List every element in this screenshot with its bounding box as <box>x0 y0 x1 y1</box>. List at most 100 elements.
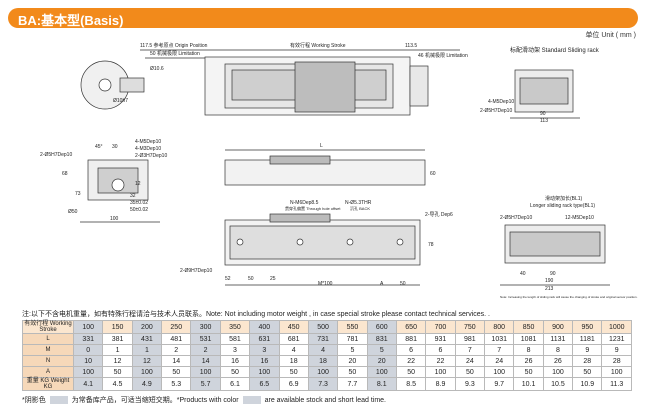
table-cell: 24 <box>454 355 486 367</box>
table-cell: 881 <box>395 333 427 345</box>
table-cell: 4.1 <box>72 377 104 391</box>
table-cell: 4.9 <box>131 377 163 391</box>
note-len: Note: Increasing the length of sliding r… <box>500 295 638 299</box>
table-cell: 100 <box>190 366 221 378</box>
table-cell: 300 <box>190 320 221 334</box>
footer-end: are available stock and short lead time. <box>264 397 386 404</box>
limit-right-label: 46 机械极限 Limitation <box>418 52 468 59</box>
d-190: 190 <box>545 278 554 284</box>
table-cell: 850 <box>513 320 544 334</box>
table-cell: 200 <box>131 320 163 334</box>
table-cell: 22 <box>425 355 456 367</box>
row-header: M <box>22 344 74 356</box>
footer-note: *阴影色 为常备库产品，可适当缩短交期。*Products with color a… <box>22 395 386 405</box>
table-cell: 831 <box>366 333 397 345</box>
table-cell: 3 <box>249 344 280 356</box>
table-cell: 100 <box>601 366 632 378</box>
d-213: 213 <box>545 286 554 292</box>
table-cell: 22 <box>395 355 427 367</box>
table-cell: 18 <box>278 355 309 367</box>
d-50: Ø50 <box>68 209 78 215</box>
table-cell: 100 <box>72 320 104 334</box>
table-cell: 8 <box>513 344 544 356</box>
table-cell: 1081 <box>513 333 544 345</box>
table-cell: 9.7 <box>484 377 515 391</box>
std-rack-label: 标配滑动架 Standard Sliding rack <box>510 46 600 54</box>
table-cell: 100 <box>484 366 515 378</box>
table-cell: 8 <box>542 344 574 356</box>
table-cell: 6 <box>395 344 427 356</box>
table-cell: 681 <box>278 333 309 345</box>
table-cell: 9 <box>572 344 603 356</box>
table-cell: 6 <box>425 344 456 356</box>
table-cell: 950 <box>572 320 603 334</box>
table-cell: 12 <box>131 355 163 367</box>
table-cell: 18 <box>307 355 339 367</box>
table-cell: 8.1 <box>366 377 397 391</box>
d-68: 68 <box>62 171 68 177</box>
table-cell: 900 <box>542 320 574 334</box>
table-cell: 50 <box>278 366 309 378</box>
title-bar: BA:基本型(Basis) <box>8 8 638 28</box>
table-cell: 8.5 <box>395 377 427 391</box>
table-cell: 9.3 <box>454 377 486 391</box>
d-12: 12 <box>135 181 141 187</box>
d-50d: 50 <box>400 281 406 287</box>
table-cell: 581 <box>219 333 251 345</box>
d-5h7b-cn: 沉孔 BACK <box>350 205 370 211</box>
table-cell: 26 <box>513 355 544 367</box>
table-cell: 3 <box>219 344 251 356</box>
table-cell: 7 <box>484 344 515 356</box>
table-cell: 16 <box>249 355 280 367</box>
table-cell: 26 <box>542 355 574 367</box>
unit-label: 单位 Unit ( mm ) <box>585 32 636 39</box>
table-cell: 931 <box>425 333 456 345</box>
table-cell: 50 <box>454 366 486 378</box>
table-cell: 100 <box>366 366 397 378</box>
technical-drawing: 117.5 参考原点 Origin Position 50 机械极限 Limit… <box>40 42 638 299</box>
table-cell: 150 <box>102 320 133 334</box>
table-cell: 100 <box>249 366 280 378</box>
limit-left-label: 50 机械极限 Limitation <box>150 50 200 57</box>
footer-post: 为常备库产品，可适当缩短交期。*Products with color <box>71 397 239 404</box>
d-5h7c: 2-Ø5H7Dep10 <box>480 108 512 114</box>
m5dep10: 4-M5Dep10 <box>135 139 161 145</box>
d-52: 52 <box>225 276 231 282</box>
table-cell: 9 <box>601 344 632 356</box>
table-cell: 4.5 <box>102 377 133 391</box>
table-cell: 1131 <box>542 333 574 345</box>
table-cell: 2 <box>190 344 221 356</box>
table-cell: 600 <box>366 320 397 334</box>
d-90: 90 <box>540 111 546 117</box>
table-cell: 10.1 <box>513 377 544 391</box>
table-cell: 1031 <box>484 333 515 345</box>
slot-label: 2-导孔 Dep6 <box>425 211 453 218</box>
table-cell: 4 <box>307 344 339 356</box>
table-cell: 5.7 <box>190 377 221 391</box>
table-cell: 14 <box>161 355 192 367</box>
table-cell: 28 <box>572 355 603 367</box>
row-header: 重量 KG Weight KG <box>22 377 74 391</box>
d-40: 40 <box>520 271 526 277</box>
table-cell: 10.5 <box>542 377 574 391</box>
d-35: 35±0.02 <box>130 200 148 206</box>
footer-pre: *阴影色 <box>22 397 46 404</box>
d-4m5: 4-M5Dep10 <box>488 99 514 105</box>
table-cell: 6.9 <box>278 377 309 391</box>
table-cell: 731 <box>307 333 339 345</box>
table-cell: 1 <box>102 344 133 356</box>
d-3h7: 2-Ø3H7Dep10 <box>135 153 167 159</box>
d-60: 60 <box>430 171 436 177</box>
table-cell: 5.3 <box>161 377 192 391</box>
table-cell: 6.5 <box>249 377 280 391</box>
table-cell: 50 <box>572 366 603 378</box>
table-cell: 10 <box>72 355 104 367</box>
d-32: 32 <box>130 193 136 199</box>
table-cell: 100 <box>307 366 339 378</box>
